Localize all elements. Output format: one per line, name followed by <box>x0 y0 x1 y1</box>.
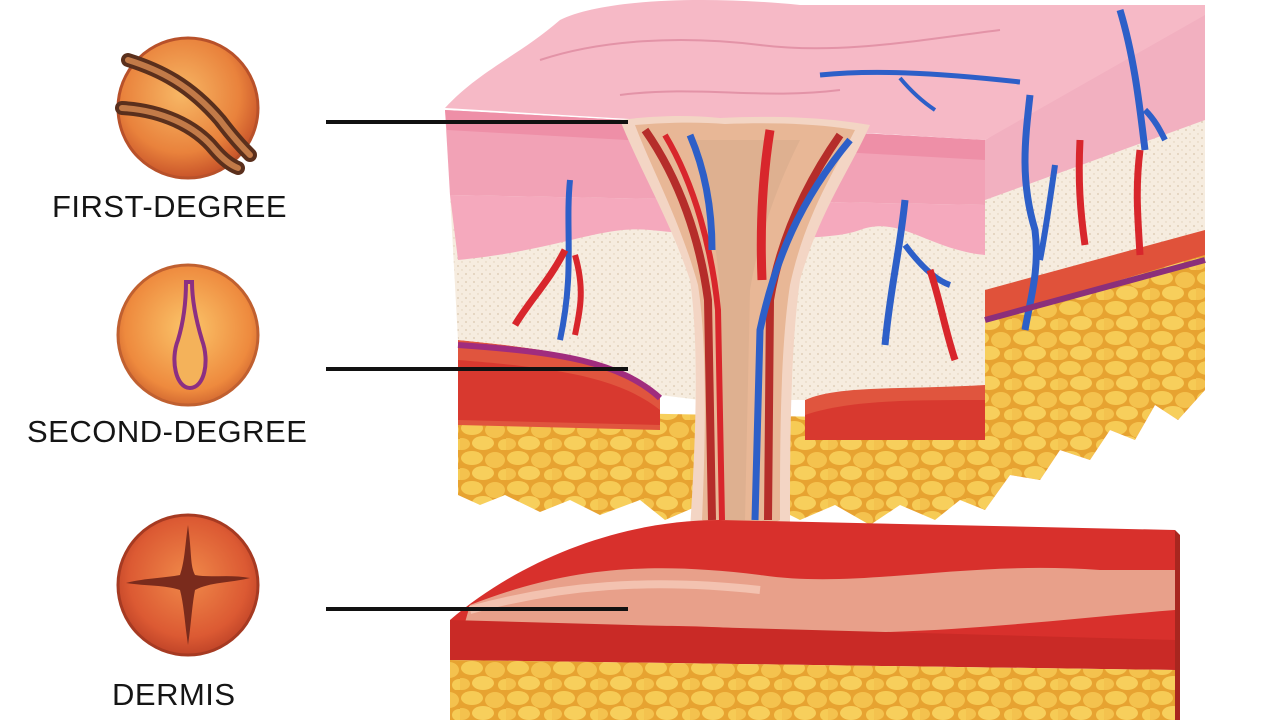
second-degree-label: SECOND-DEGREE <box>27 414 308 449</box>
lower-dermis-slab <box>450 520 1180 720</box>
first-degree-label: FIRST-DEGREE <box>52 189 288 224</box>
upper-skin-block <box>445 0 1206 542</box>
dermis-label: DERMIS <box>112 677 236 712</box>
first-degree-burn-icon <box>115 36 260 180</box>
second-degree-blister-icon <box>116 263 260 407</box>
skin-surface-top <box>445 0 1205 140</box>
dermis-crack-icon <box>116 513 260 657</box>
